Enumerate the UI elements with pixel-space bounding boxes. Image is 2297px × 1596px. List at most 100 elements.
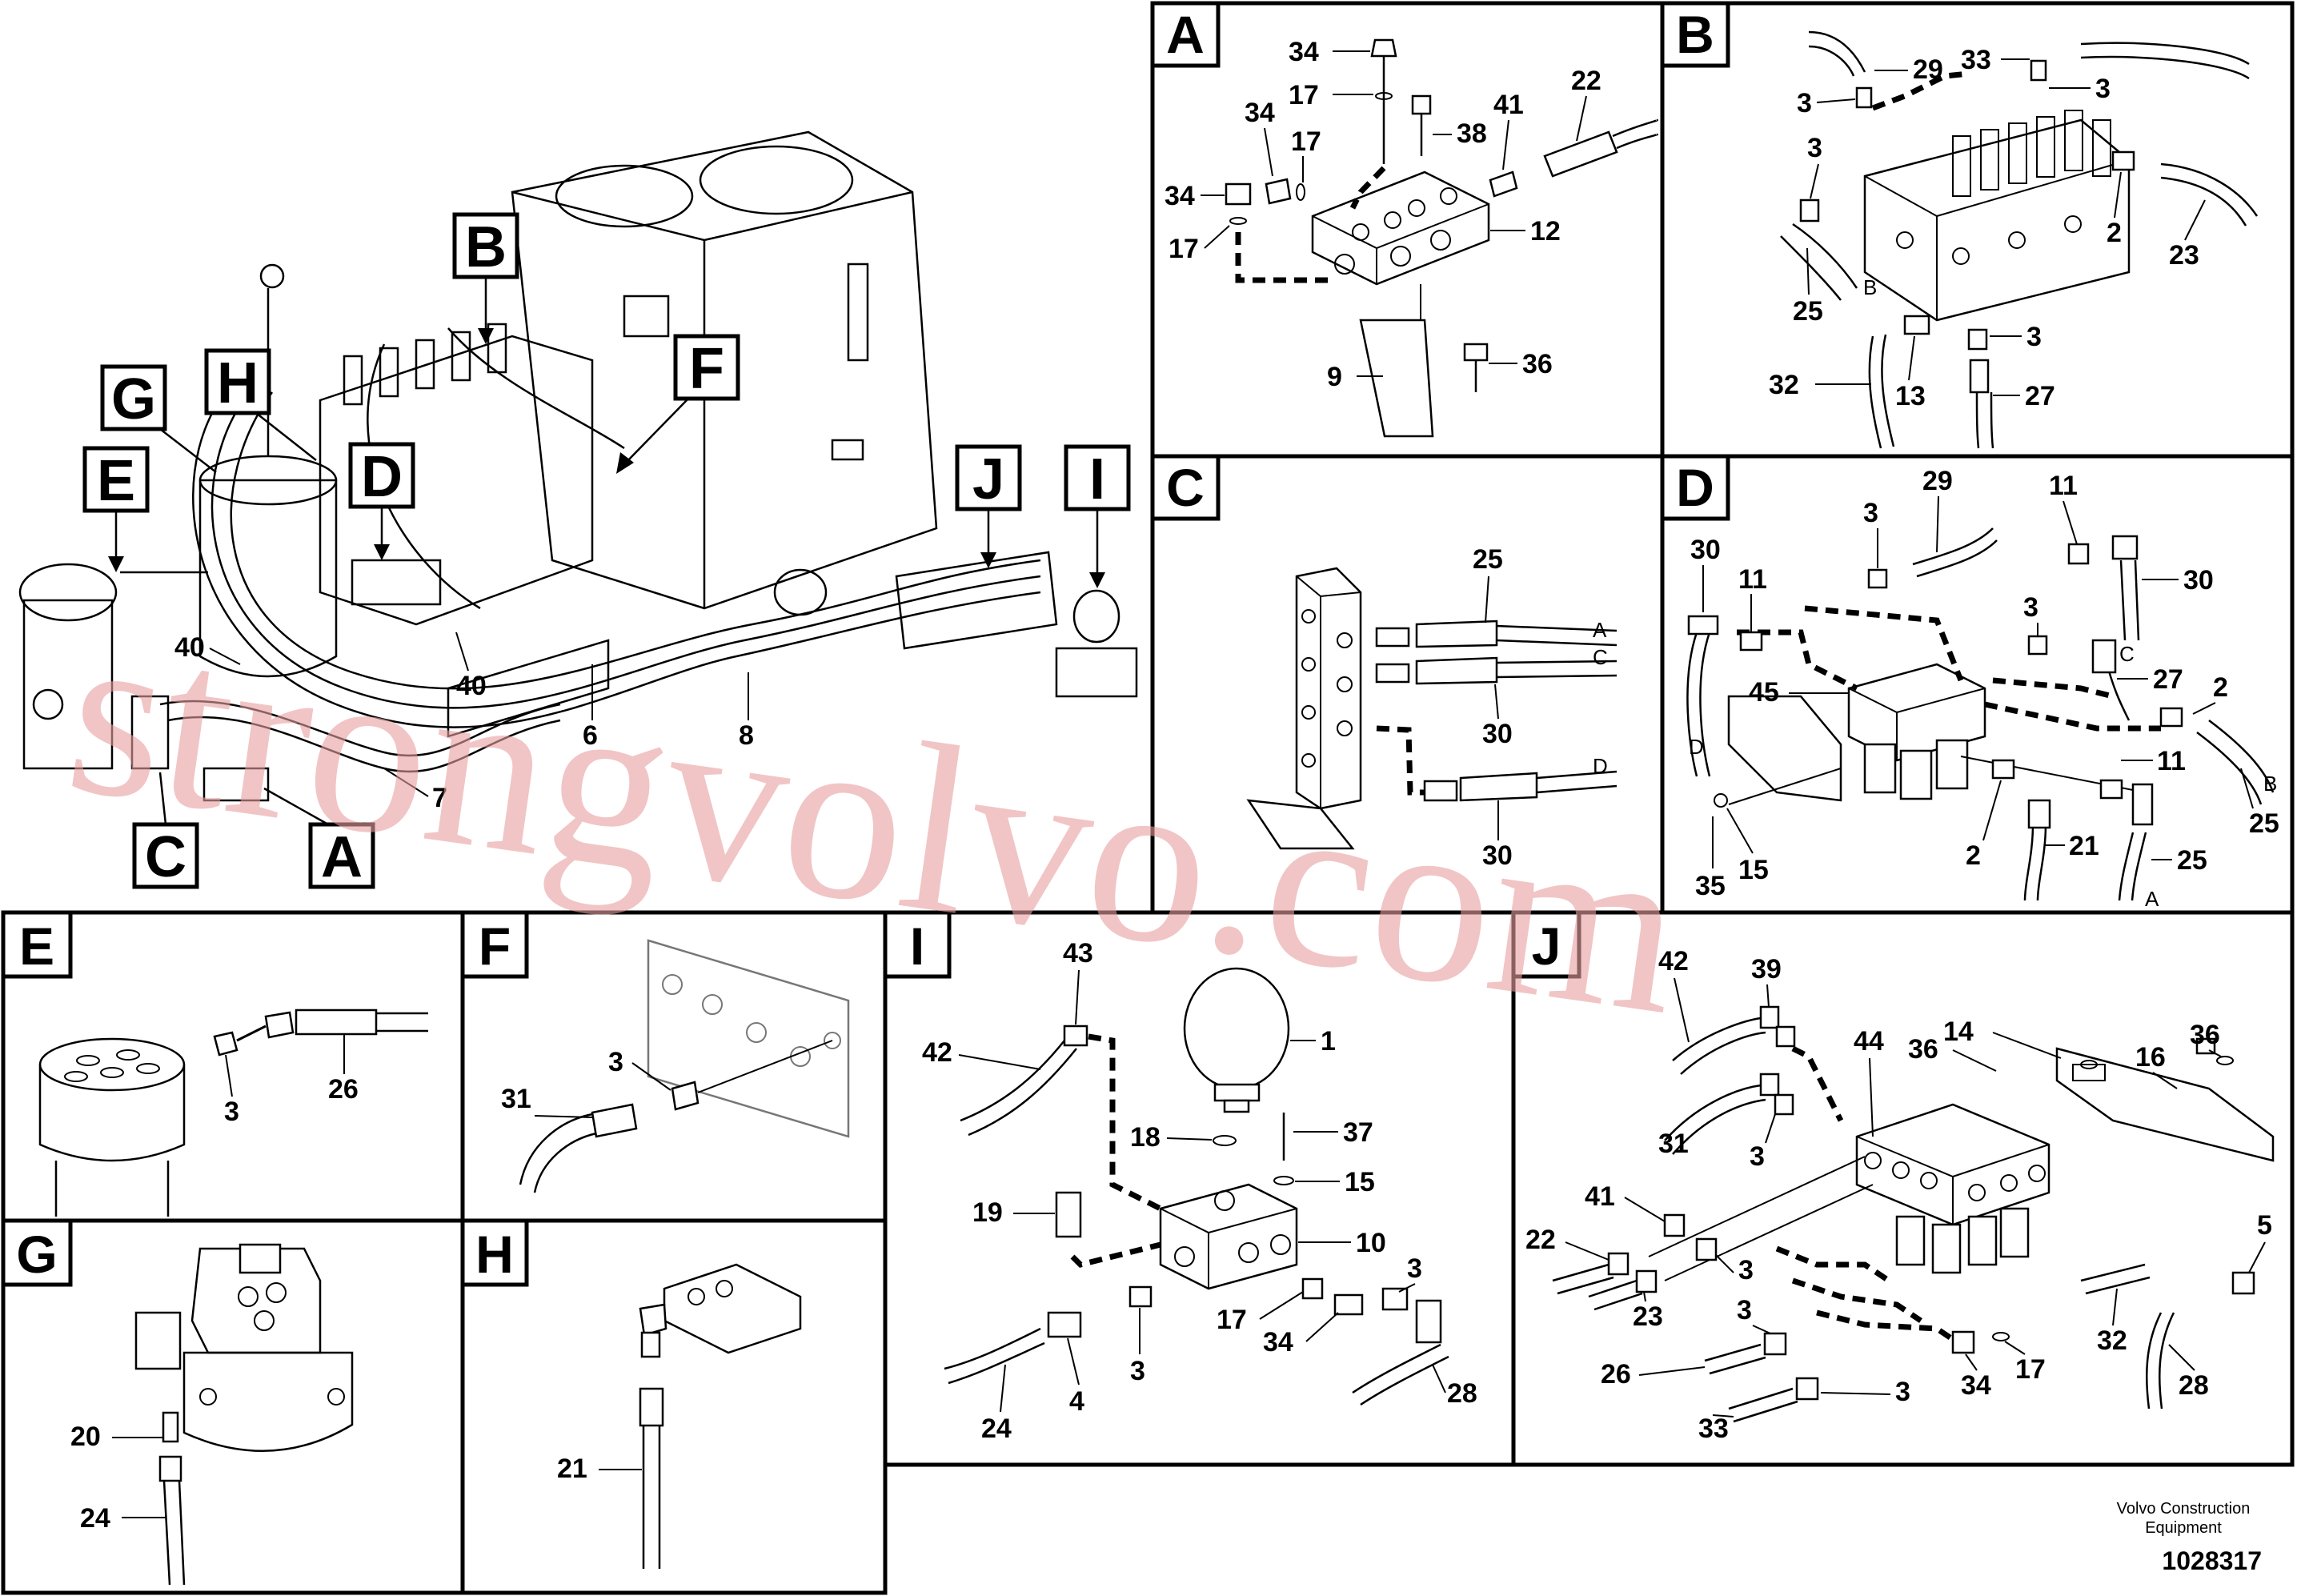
svg-text:17: 17 bbox=[1169, 234, 1199, 264]
svg-text:42: 42 bbox=[1658, 946, 1689, 976]
svg-text:39: 39 bbox=[1751, 954, 1782, 984]
svg-text:26: 26 bbox=[328, 1074, 359, 1105]
svg-text:24: 24 bbox=[981, 1414, 1012, 1444]
svg-text:36: 36 bbox=[2190, 1020, 2220, 1050]
svg-text:6: 6 bbox=[583, 720, 598, 751]
svg-text:34: 34 bbox=[1263, 1327, 1293, 1357]
svg-text:21: 21 bbox=[2069, 831, 2099, 861]
svg-text:17: 17 bbox=[1289, 80, 1319, 110]
svg-text:26: 26 bbox=[1601, 1359, 1631, 1389]
svg-text:I: I bbox=[910, 916, 924, 976]
svg-text:33: 33 bbox=[1961, 45, 1991, 75]
svg-text:3: 3 bbox=[1863, 498, 1878, 528]
svg-text:38: 38 bbox=[1457, 118, 1487, 149]
callout-E: E bbox=[82, 446, 150, 572]
svg-text:3: 3 bbox=[1407, 1253, 1422, 1284]
panel-G: G 20 24 bbox=[1, 1218, 465, 1595]
svg-text:A: A bbox=[1166, 5, 1205, 64]
overview-assembly bbox=[18, 130, 1138, 802]
svg-text:3: 3 bbox=[224, 1097, 239, 1127]
svg-text:3: 3 bbox=[2095, 74, 2111, 104]
svg-text:3: 3 bbox=[1750, 1141, 1765, 1172]
svg-text:22: 22 bbox=[1525, 1225, 1556, 1255]
svg-text:30: 30 bbox=[1482, 719, 1513, 749]
svg-text:36: 36 bbox=[1908, 1034, 1938, 1065]
svg-text:2: 2 bbox=[2107, 218, 2122, 248]
svg-text:31: 31 bbox=[1658, 1129, 1689, 1159]
svg-text:30: 30 bbox=[1690, 535, 1721, 565]
svg-text:17: 17 bbox=[1291, 126, 1321, 157]
svg-text:36: 36 bbox=[1522, 349, 1553, 379]
svg-text:25: 25 bbox=[2177, 845, 2207, 876]
svg-text:27: 27 bbox=[2153, 664, 2183, 695]
svg-text:18: 18 bbox=[1130, 1122, 1161, 1153]
svg-text:34: 34 bbox=[1961, 1370, 1991, 1401]
svg-text:C: C bbox=[1166, 458, 1205, 517]
panel-H: H 21 bbox=[460, 1218, 888, 1595]
svg-text:3: 3 bbox=[1738, 1255, 1754, 1285]
svg-text:3: 3 bbox=[1807, 133, 1822, 163]
svg-text:23: 23 bbox=[1633, 1301, 1663, 1332]
svg-text:C: C bbox=[2119, 642, 2135, 666]
svg-text:D: D bbox=[1676, 458, 1714, 517]
svg-text:30: 30 bbox=[1482, 840, 1513, 871]
svg-text:17: 17 bbox=[1217, 1305, 1247, 1335]
svg-text:11: 11 bbox=[1738, 564, 1767, 595]
svg-text:C: C bbox=[1593, 645, 1608, 669]
svg-text:15: 15 bbox=[1345, 1167, 1375, 1197]
panel-F: F 3 31 bbox=[460, 910, 888, 1223]
svg-text:9: 9 bbox=[1327, 362, 1342, 392]
svg-text:17: 17 bbox=[2015, 1354, 2046, 1385]
footer-doc-number: 1028317 bbox=[2162, 1546, 2262, 1575]
svg-text:11: 11 bbox=[2157, 746, 2186, 776]
svg-text:I: I bbox=[1089, 447, 1105, 511]
svg-text:5: 5 bbox=[2257, 1210, 2272, 1241]
svg-text:23: 23 bbox=[2169, 240, 2199, 271]
callout-J: J bbox=[955, 444, 1022, 568]
svg-text:33: 33 bbox=[1698, 1414, 1729, 1444]
overview-callouts: B F G H E D bbox=[82, 212, 1131, 889]
callout-A: A bbox=[263, 787, 375, 889]
svg-text:29: 29 bbox=[1922, 466, 1953, 496]
svg-text:H: H bbox=[475, 1225, 514, 1284]
panel-J: J bbox=[1511, 910, 2295, 1467]
svg-text:C: C bbox=[145, 825, 186, 889]
svg-text:D: D bbox=[1593, 754, 1608, 778]
svg-text:B: B bbox=[1676, 5, 1714, 64]
svg-text:43: 43 bbox=[1063, 938, 1093, 968]
svg-text:44: 44 bbox=[1854, 1026, 1884, 1057]
svg-text:29: 29 bbox=[1913, 54, 1943, 85]
svg-text:F: F bbox=[689, 337, 724, 401]
panel-D: D bbox=[1660, 454, 2295, 915]
svg-text:B: B bbox=[2263, 772, 2277, 796]
svg-text:16: 16 bbox=[2135, 1042, 2166, 1073]
svg-text:H: H bbox=[217, 351, 259, 415]
svg-text:B: B bbox=[1863, 275, 1877, 299]
footer-company-line2: Equipment bbox=[2145, 1519, 2222, 1537]
footer-company: Volvo Construction bbox=[2116, 1500, 2251, 1518]
svg-text:E: E bbox=[97, 449, 135, 513]
svg-text:12: 12 bbox=[1530, 216, 1561, 247]
svg-text:42: 42 bbox=[922, 1037, 952, 1068]
svg-text:40: 40 bbox=[456, 671, 487, 701]
svg-text:25: 25 bbox=[2249, 808, 2279, 839]
panel-A: A 34 17 34 bbox=[1150, 1, 1665, 459]
svg-text:J: J bbox=[1532, 916, 1561, 976]
svg-text:7: 7 bbox=[432, 783, 447, 813]
svg-text:32: 32 bbox=[1769, 370, 1799, 400]
svg-text:32: 32 bbox=[2097, 1325, 2127, 1356]
svg-text:3: 3 bbox=[608, 1047, 623, 1077]
callout-B: B bbox=[452, 212, 519, 344]
svg-text:4: 4 bbox=[1069, 1386, 1084, 1417]
panel-B: B 2 bbox=[1660, 1, 2295, 459]
svg-text:2: 2 bbox=[2213, 672, 2228, 703]
svg-text:F: F bbox=[479, 916, 511, 976]
panel-C: C 25 30 30 A C D bbox=[1150, 454, 1665, 915]
svg-text:D: D bbox=[361, 445, 403, 509]
svg-text:20: 20 bbox=[70, 1422, 101, 1452]
svg-text:21: 21 bbox=[557, 1454, 587, 1484]
svg-text:A: A bbox=[1593, 618, 1607, 642]
svg-text:3: 3 bbox=[1895, 1377, 1910, 1407]
panel-E: E 3 26 bbox=[1, 910, 465, 1223]
